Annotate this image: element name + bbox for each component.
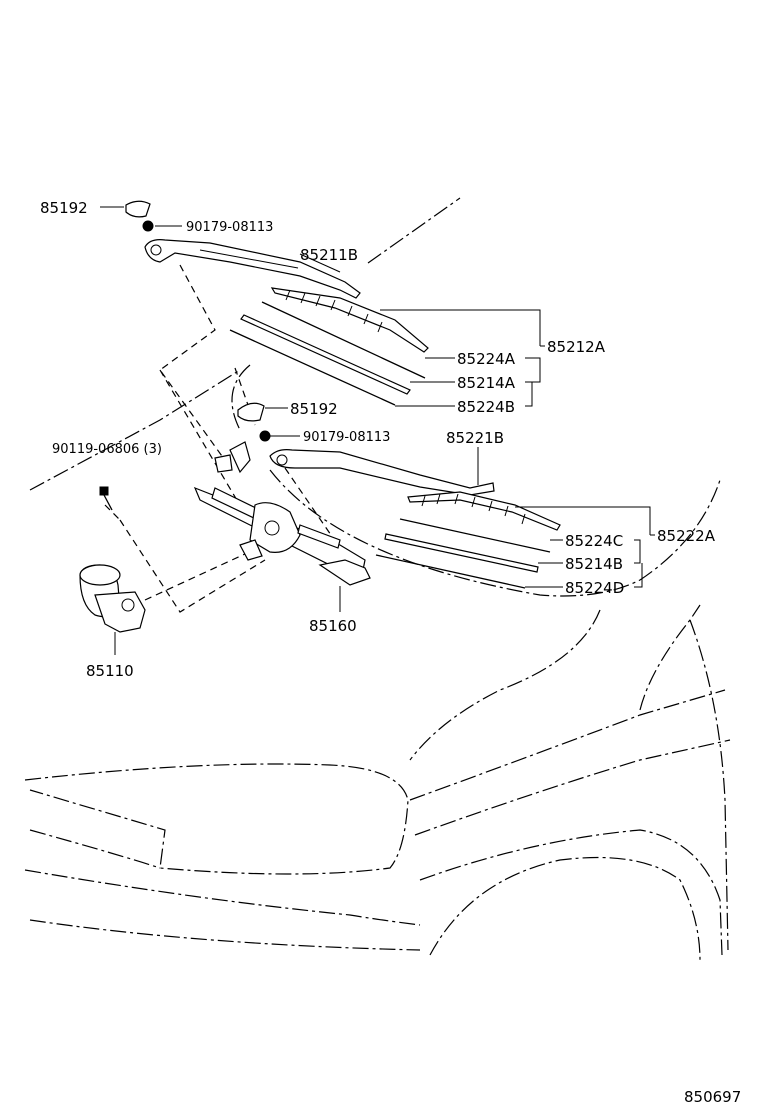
car-body-outline	[24, 197, 731, 961]
wiper-arm-left	[144, 239, 361, 299]
label-bolt: 90119-06806 (3)	[52, 442, 162, 457]
cap-top	[125, 200, 151, 218]
wiper-linkage	[193, 441, 371, 612]
part-labels: 85192 90179-08113 85211B 85212A 85224A 8…	[40, 199, 741, 1106]
wiper-blade-right	[375, 491, 561, 589]
label-strip-right-c: 85224C	[565, 532, 623, 550]
label-blade-assy-right: 85222A	[657, 527, 716, 545]
label-rubber-right: 85214B	[565, 555, 623, 573]
bolt	[99, 486, 113, 511]
nut-mid	[259, 430, 271, 442]
label-motor: 85110	[86, 662, 134, 680]
cap-mid	[237, 402, 265, 422]
leader-lines	[100, 206, 655, 588]
illustration-id: 850697	[684, 1088, 741, 1106]
nut-top	[142, 220, 154, 232]
wiper-blade-left	[229, 287, 429, 406]
label-strip-left-a: 85224A	[457, 350, 516, 368]
wiper-arm-right	[269, 449, 495, 496]
wiper-motor	[79, 564, 146, 655]
label-nut-top: 90179-08113	[186, 220, 273, 235]
label-strip-left-b: 85224B	[457, 398, 515, 416]
label-cap-mid: 85192	[290, 400, 338, 418]
label-strip-right-d: 85224D	[565, 579, 624, 597]
label-blade-assy-left: 85212A	[547, 338, 606, 356]
label-link-assy: 85160	[309, 617, 357, 635]
label-rubber-left: 85214A	[457, 374, 516, 392]
label-arm-left: 85211B	[300, 246, 358, 264]
label-cap-top: 85192	[40, 199, 88, 217]
label-arm-right: 85221B	[446, 429, 504, 447]
label-nut-mid: 90179-08113	[303, 430, 390, 445]
